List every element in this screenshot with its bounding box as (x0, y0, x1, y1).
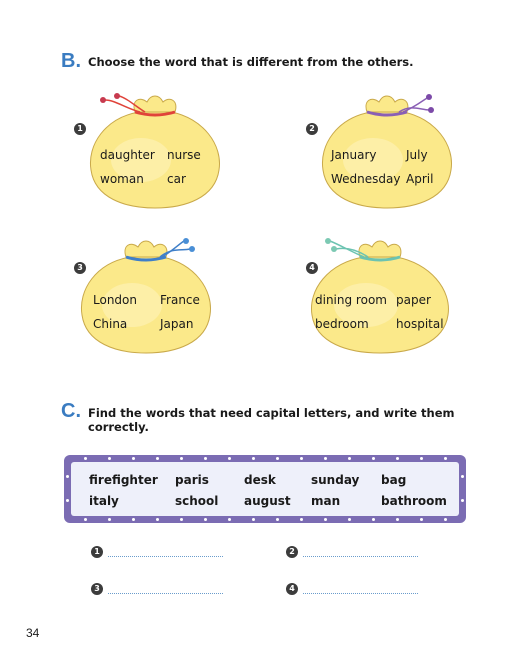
word-box-inner: firefighter paris desk sunday bag italy … (71, 462, 459, 516)
word-italy: italy (89, 494, 119, 508)
bag-2-icon (321, 94, 452, 209)
bag-3-word-2: France (160, 293, 200, 307)
bag-3-word-3: China (93, 317, 128, 331)
bag-2: January July Wednesday April (317, 90, 457, 215)
bag-1-word-3: woman (100, 172, 144, 186)
answer-1-number: 1 (91, 546, 103, 558)
section-c-instruction-line-1: Find the words that need capital letters… (88, 406, 455, 420)
word-school: school (175, 494, 219, 508)
bag-1-icon (89, 93, 220, 209)
answer-3-line[interactable] (108, 593, 223, 594)
answer-4-line[interactable] (303, 593, 418, 594)
section-b-instruction: Choose the word that is different from t… (88, 55, 414, 69)
bag-4: dining room paper bedroom hospital (306, 235, 454, 360)
bag-3-word-1: London (93, 293, 137, 307)
bag-4-word-4: hospital (396, 317, 444, 331)
word-sunday: sunday (311, 473, 360, 487)
answer-2-number: 2 (286, 546, 298, 558)
word-box: firefighter paris desk sunday bag italy … (64, 455, 466, 523)
answer-2-line[interactable] (303, 556, 418, 557)
word-firefighter: firefighter (89, 473, 158, 487)
bag-4-icon (311, 238, 449, 354)
bag-1-number: 1 (74, 123, 86, 135)
answer-1-line[interactable] (108, 556, 223, 557)
answer-4-number: 4 (286, 583, 298, 595)
word-bathroom: bathroom (381, 494, 447, 508)
bag-4-word-1: dining room (315, 293, 387, 307)
bag-1: daughter nurse woman car (85, 90, 225, 215)
word-man: man (311, 494, 341, 508)
bag-4-word-2: paper (396, 293, 431, 307)
word-bag: bag (381, 473, 407, 487)
section-c-instruction-line-2: correctly. (88, 420, 149, 434)
bag-2-number: 2 (306, 123, 318, 135)
bag-4-word-3: bedroom (315, 317, 369, 331)
word-desk: desk (244, 473, 276, 487)
bag-3: London France China Japan (76, 235, 216, 360)
section-c-letter: C. (61, 400, 81, 422)
bag-2-word-4: April (406, 172, 434, 186)
word-paris: paris (175, 473, 209, 487)
bag-3-word-4: Japan (160, 317, 194, 331)
bag-2-word-3: Wednesday (331, 172, 401, 186)
bag-4-number: 4 (306, 262, 318, 274)
bag-3-number: 3 (74, 262, 86, 274)
bag-1-word-4: car (167, 172, 186, 186)
bag-3-icon (80, 238, 211, 354)
bag-1-word-1: daughter (100, 148, 155, 162)
bag-2-word-1: January (331, 148, 377, 162)
page-number: 34 (26, 626, 40, 640)
bag-2-word-2: July (406, 148, 428, 162)
answer-3-number: 3 (91, 583, 103, 595)
bag-1-word-2: nurse (167, 148, 201, 162)
section-b-letter: B. (61, 50, 81, 72)
word-august: august (244, 494, 291, 508)
